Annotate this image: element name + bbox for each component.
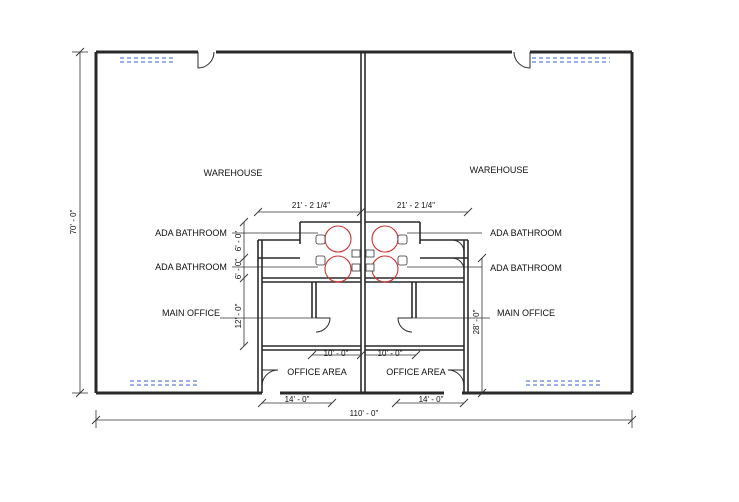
dim-label-office-area-left: 14' - 0" (285, 395, 310, 404)
room-labels: WAREHOUSE WAREHOUSE ADA BATHROOM ADA BAT… (155, 165, 562, 377)
sink-icon (351, 249, 361, 258)
sink-icon (365, 263, 375, 272)
dim-label-office-area-right: 14' - 0" (419, 395, 444, 404)
turning-circle-right-upper (371, 225, 399, 253)
toilet-icon (315, 234, 326, 245)
room-label-warehouse-left: WAREHOUSE (204, 168, 263, 178)
dim-label-main-office-depth: 12' - 0" (234, 303, 243, 328)
office-block-left-walls (257, 221, 361, 393)
turning-circle-left-upper (324, 225, 352, 253)
toilet-icon (397, 255, 408, 266)
office-block-right-walls (365, 221, 469, 393)
dim-label-overall-width: 110' - 0" (350, 409, 379, 418)
room-label-main-office: MAIN OFFICE (162, 308, 220, 318)
exterior-walls (94, 50, 634, 395)
dim-label-bath-lower: 6' - 0" (234, 259, 243, 280)
dim-label-overall-depth: 70' - 0" (69, 209, 78, 234)
sink-icon (365, 249, 375, 258)
bathroom-fixtures (315, 225, 408, 283)
room-label-office-area: OFFICE AREA (287, 367, 347, 377)
dim-label-office-block-right: 21' - 2 1/4" (397, 201, 435, 210)
room-label-warehouse-right: WAREHOUSE (470, 165, 529, 175)
room-label-main-office: MAIN OFFICE (497, 308, 555, 318)
toilet-icon (315, 255, 326, 266)
toilet-icon (397, 234, 408, 245)
room-label-ada-bathroom: ADA BATHROOM (155, 228, 227, 238)
room-label-office-area: OFFICE AREA (386, 367, 446, 377)
dim-label-office-block-left: 21' - 2 1/4" (292, 201, 330, 210)
room-label-ada-bathroom: ADA BATHROOM (155, 262, 227, 272)
warehouse-doors (197, 51, 531, 69)
room-label-ada-bathroom: ADA BATHROOM (490, 228, 562, 238)
sink-icon (351, 263, 361, 272)
dim-label-office-width-right: 10' - 0" (378, 349, 403, 358)
dim-label-office-width-left: 10' - 0" (324, 349, 349, 358)
dim-label-bath-upper: 6' - 0" (234, 231, 243, 252)
room-label-ada-bathroom: ADA BATHROOM (490, 263, 562, 273)
dimension-labels: 110' - 0" 70' - 0" 21' - 2 1/4" 21' - 2 … (69, 201, 481, 418)
turning-circle-left-lower (324, 255, 352, 283)
dim-label-right-office-depth: 28' - 0" (472, 309, 481, 334)
dimension-lines (72, 47, 637, 428)
windows (120, 57, 610, 386)
